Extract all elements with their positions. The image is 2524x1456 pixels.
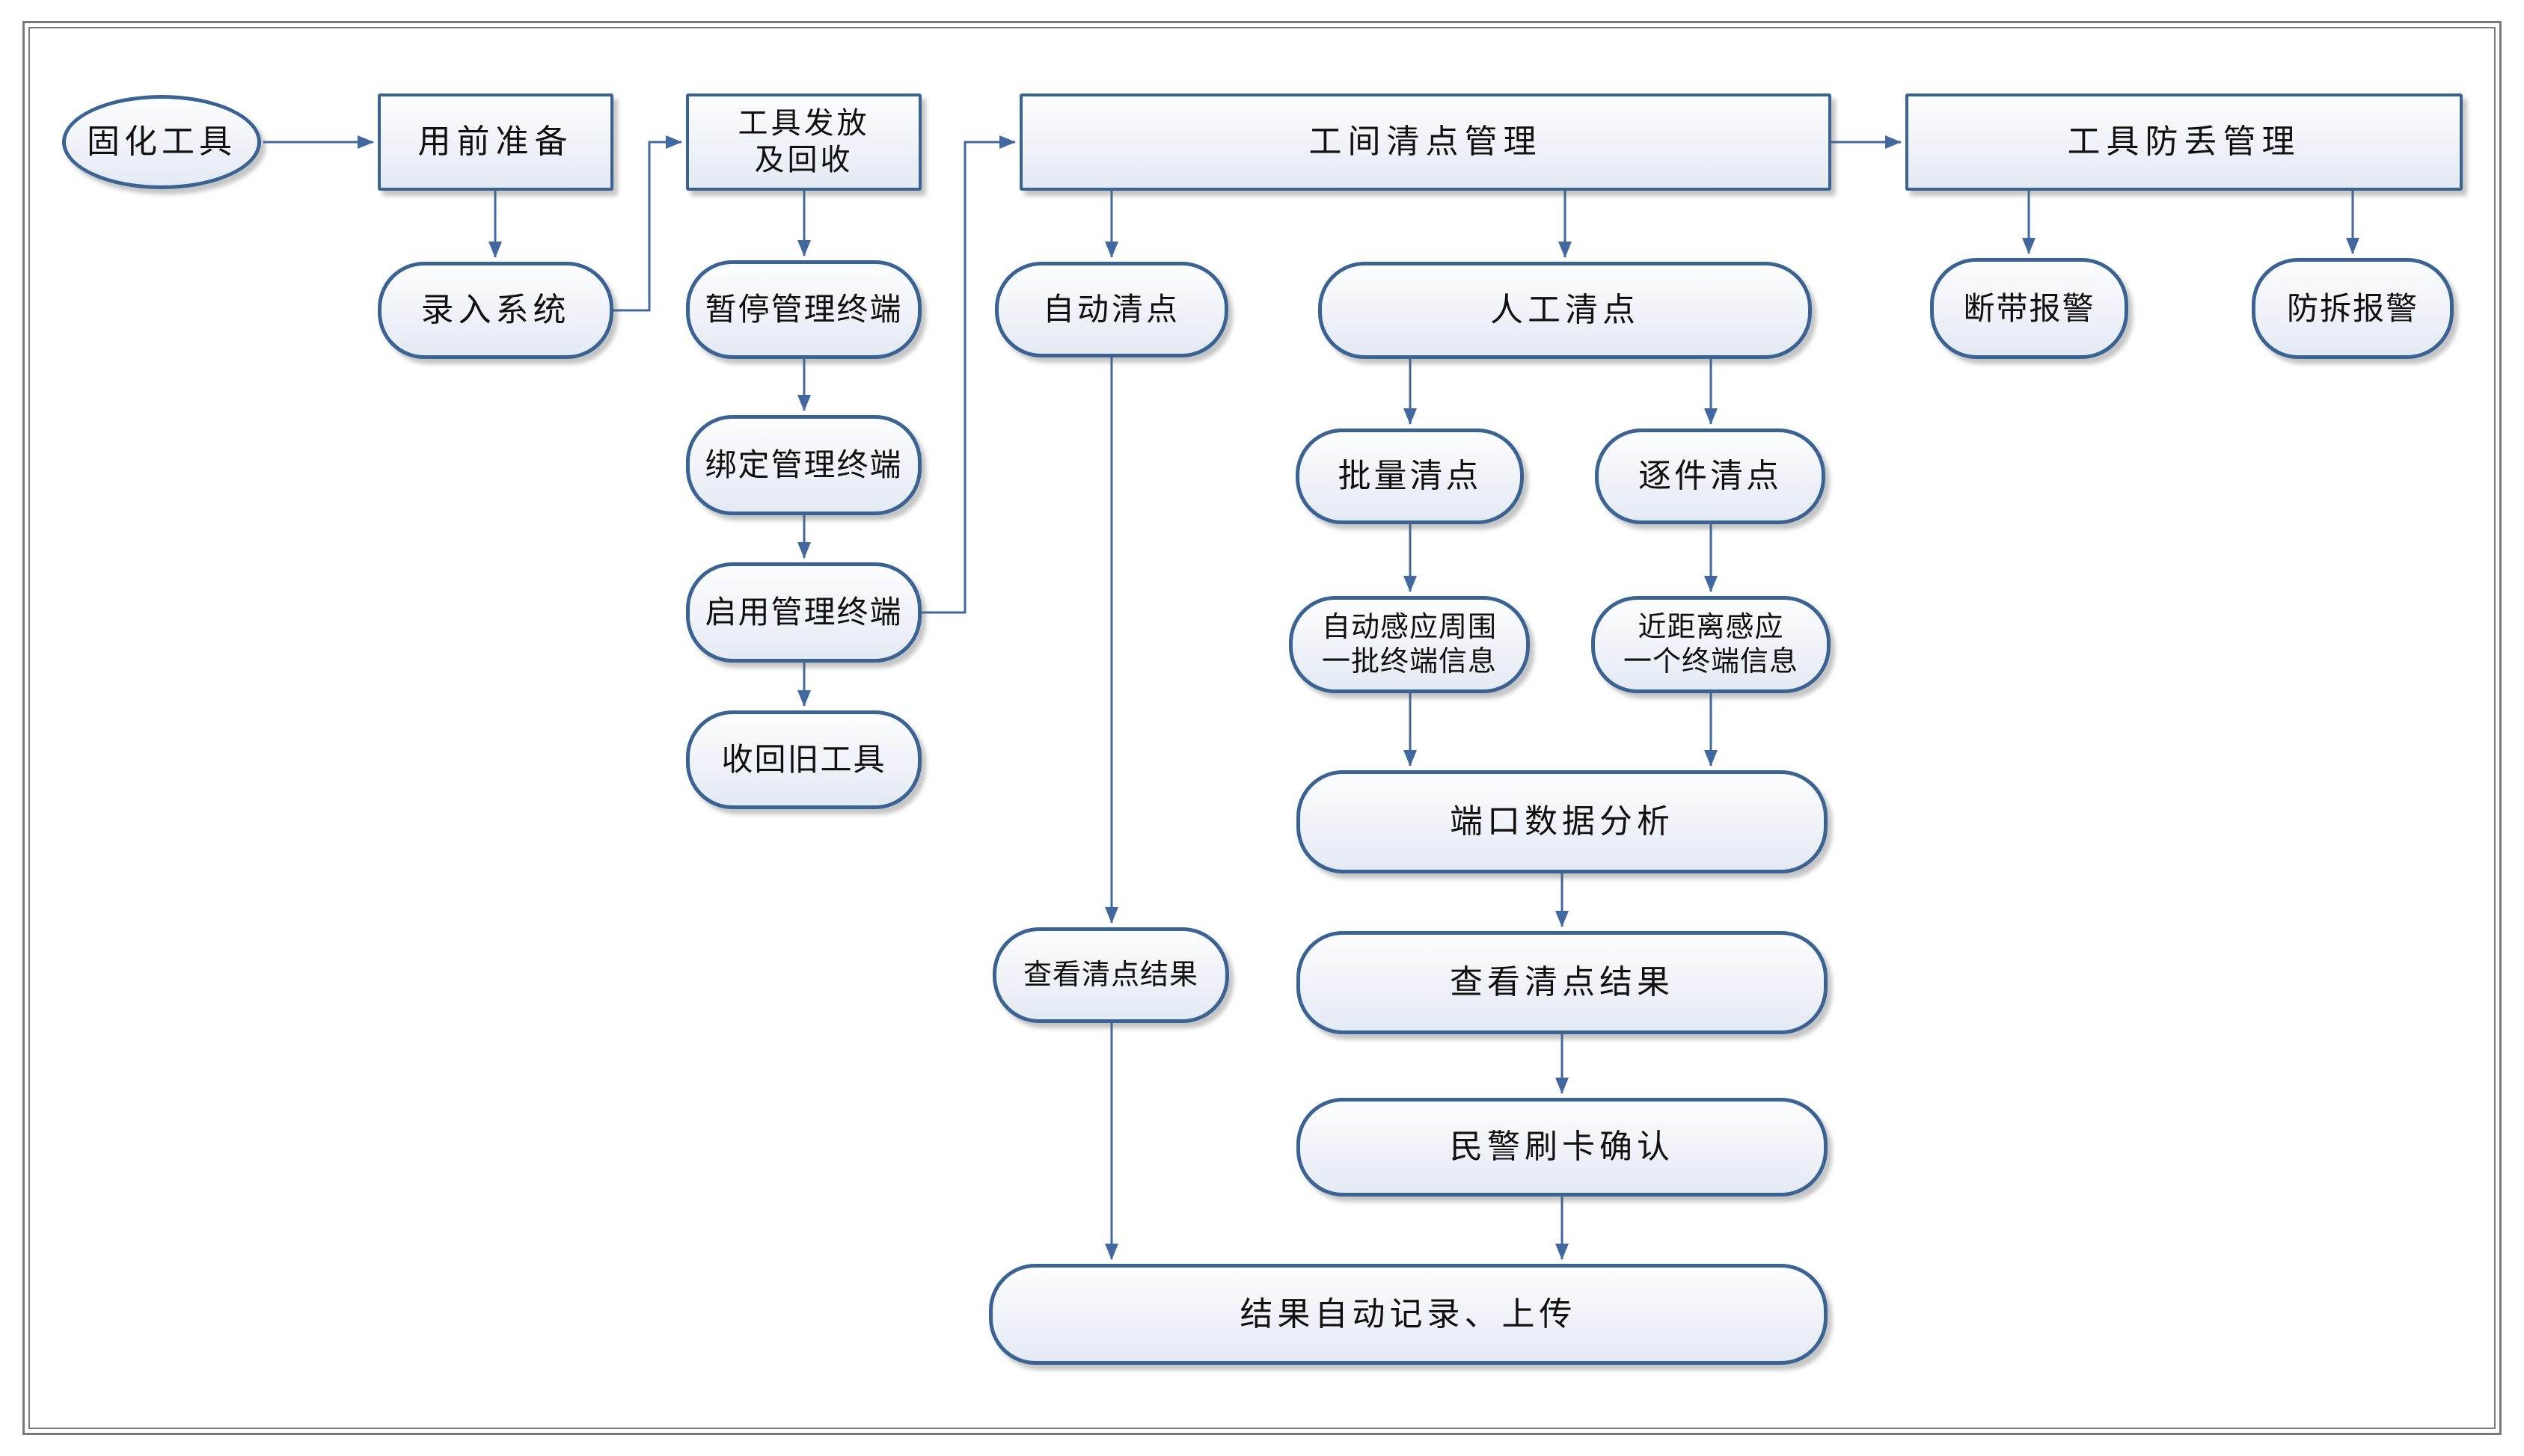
- node-pre-use-prep: 用前准备: [378, 93, 613, 191]
- node-auto-record-upload: 结果自动记录、上传: [989, 1264, 1828, 1365]
- node-piece-count: 逐件清点: [1595, 428, 1825, 524]
- node-label: 人工清点: [1490, 292, 1640, 329]
- node-label: 批量清点: [1338, 458, 1482, 495]
- edge-enter-to-issue: [613, 135, 682, 312]
- node-label: 录入系统: [420, 292, 571, 329]
- node-label: 绑定管理终端: [705, 447, 903, 483]
- node-label: 工具防丢管理: [2067, 123, 2301, 161]
- node-label: 自动清点: [1042, 292, 1180, 328]
- node-view-result-left: 查看清点结果: [993, 927, 1229, 1023]
- node-enable-terminal: 启用管理终端: [686, 562, 922, 663]
- edge-enable-to-workshop: [922, 135, 1016, 614]
- node-label: 一批终端信息: [1321, 646, 1497, 678]
- node-label: 暂停管理终端: [705, 292, 903, 328]
- node-label: 民警刷卡确认: [1450, 1128, 1674, 1166]
- node-police-card-confirm: 民警刷卡确认: [1296, 1098, 1828, 1197]
- node-tamper-alarm: 防拆报警: [2252, 258, 2454, 359]
- node-enter-system: 录入系统: [378, 262, 613, 359]
- node-pause-terminal: 暂停管理终端: [686, 260, 922, 359]
- node-label: 自动感应周围: [1321, 611, 1497, 643]
- node-anti-loss-mgmt: 工具防丢管理: [1905, 93, 2463, 191]
- node-label: 固化工具: [87, 123, 236, 161]
- node-sense-batch-info: 自动感应周围一批终端信息: [1289, 596, 1530, 693]
- node-port-data-analysis: 端口数据分析: [1296, 770, 1828, 873]
- node-batch-count: 批量清点: [1296, 428, 1524, 524]
- node-bind-terminal: 绑定管理终端: [686, 415, 922, 515]
- node-label: 逐件清点: [1638, 458, 1782, 495]
- node-label: 工具发放: [738, 107, 870, 141]
- node-label: 一个终端信息: [1623, 646, 1798, 678]
- node-belt-break-alarm: 断带报警: [1930, 258, 2128, 359]
- node-label: 查看清点结果: [1450, 964, 1674, 1001]
- node-label: 近距离感应: [1638, 611, 1784, 643]
- node-solidify-tools: 固化工具: [62, 95, 261, 189]
- node-label: 用前准备: [417, 123, 574, 161]
- node-recycle-old-tools: 收回旧工具: [686, 710, 922, 809]
- node-label: 端口数据分析: [1450, 803, 1674, 841]
- node-manual-count: 人工清点: [1318, 262, 1812, 359]
- node-view-result-main: 查看清点结果: [1296, 931, 1828, 1034]
- node-sense-one-info: 近距离感应一个终端信息: [1591, 596, 1831, 693]
- node-label: 断带报警: [1963, 290, 2095, 326]
- node-auto-count: 自动清点: [995, 262, 1228, 357]
- node-label: 启用管理终端: [705, 595, 903, 630]
- node-tool-issue-recycle: 工具发放及回收: [686, 93, 922, 191]
- node-label: 收回旧工具: [721, 742, 886, 778]
- node-workshop-count-mgmt: 工间清点管理: [1020, 93, 1831, 191]
- node-label: 工间清点管理: [1308, 123, 1543, 161]
- node-label: 及回收: [754, 144, 854, 176]
- node-label: 查看清点结果: [1023, 959, 1198, 991]
- node-label: 防拆报警: [2286, 290, 2419, 326]
- node-label: 结果自动记录、上传: [1240, 1295, 1577, 1333]
